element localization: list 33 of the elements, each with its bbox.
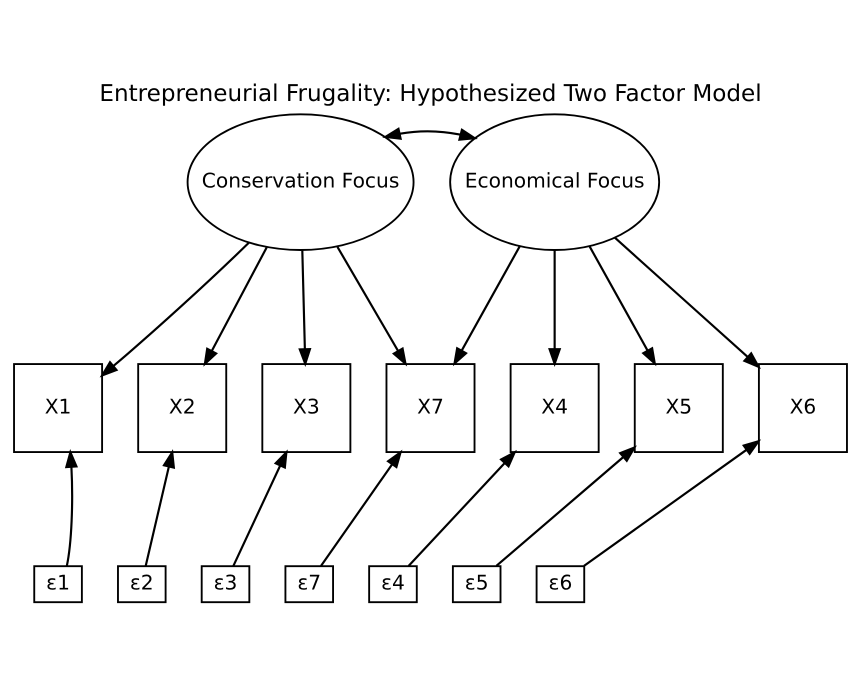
node-box: ε1 [33, 564, 83, 603]
arrow [336, 246, 408, 366]
arrow [548, 250, 562, 366]
arrow [144, 448, 176, 566]
arrow [64, 448, 78, 566]
arrow [588, 245, 656, 366]
node-box: X5 [634, 362, 724, 453]
arrow [100, 242, 250, 377]
node-box: ε6 [536, 564, 586, 603]
node-box: X3 [261, 362, 352, 453]
arrow [382, 126, 478, 140]
arrow [298, 250, 312, 366]
arrow [320, 449, 402, 566]
node-box: ε2 [117, 564, 167, 603]
arrow [496, 444, 637, 566]
node-box: X2 [137, 362, 228, 453]
diagram-title: Entrepreneurial Frugality: Hypothesized Two Factor Model [99, 80, 762, 107]
node-box: X4 [510, 362, 600, 453]
arrow [614, 236, 761, 368]
node-box: X7 [386, 362, 476, 453]
arrow [232, 448, 288, 566]
node-ellipse: Conservation Focus [186, 112, 414, 250]
node-box: ε4 [368, 564, 418, 603]
node-box: ε3 [200, 564, 250, 603]
arrow [408, 449, 517, 566]
arrow [452, 245, 521, 366]
arrow [583, 438, 762, 566]
node-ellipse: Economical Focus [449, 112, 660, 250]
node-box: X6 [758, 362, 848, 453]
node-box: ε7 [284, 564, 334, 603]
arrow [203, 246, 268, 366]
node-box: ε5 [452, 564, 502, 603]
node-box: X1 [13, 362, 104, 453]
